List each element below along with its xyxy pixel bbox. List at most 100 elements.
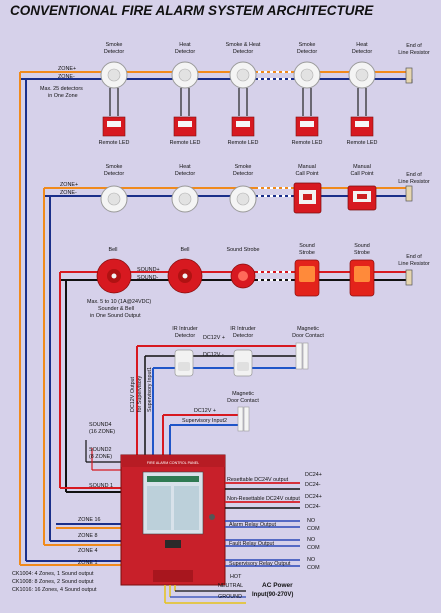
row2-device-label: Detector [175, 171, 196, 177]
output-term: DC24- [305, 482, 321, 488]
output-label: Resettable DC24V output [227, 477, 289, 483]
remote-led-label: Remote LED [99, 140, 130, 146]
output-term: DC24+ [305, 494, 322, 500]
row1-device-label: Smoke [299, 42, 316, 48]
model-ck1008: CK1008: 8 Zones, 2 Sound output [12, 579, 94, 585]
row2-device-3: Smoke Detector [229, 164, 257, 213]
row3-device-1: Bell [96, 247, 132, 294]
ir1-label: Detector [175, 333, 196, 339]
zone1-label: ZONE 1 [78, 560, 97, 566]
sound4-label: SOUND4 [89, 422, 111, 428]
output-non-resettable: Non-Resettable DC24V output DC24+ DC24- [225, 494, 322, 510]
door1-label: Door Contact [292, 333, 324, 339]
output-label: Non-Resettable DC24V output [227, 496, 300, 502]
row1-device-label: Detector [233, 49, 254, 55]
row3-device-label: Sound Strobe [227, 247, 260, 253]
output-supervisory-relay: Supervisory Relay Output NO COM [225, 557, 320, 571]
ir-intruder-2: IR Intruder Detector [230, 326, 256, 377]
resistor-icon [405, 269, 413, 286]
row2-device-5: Manual Call Point [347, 164, 377, 211]
row3-device-label: Sound [299, 243, 315, 249]
row1-device-label: Detector [297, 49, 318, 55]
ir-intruder-1: IR Intruder Detector [172, 326, 198, 377]
row1-device-label: Detector [104, 49, 125, 55]
door2-label: Magnetic [232, 391, 254, 397]
dc12v-plus2-label: DC12V + [194, 408, 216, 414]
row1-device-label: Smoke [106, 42, 123, 48]
supervisory-input2-label: Supervisory Input2 [182, 418, 227, 424]
eol-label: Line Resistor [398, 50, 430, 56]
row1-note-1: Max. 25 detectors [40, 86, 83, 92]
row2-device-label: Detector [104, 171, 125, 177]
remote-led-label: Remote LED [170, 140, 201, 146]
output-term: DC24+ [305, 472, 322, 478]
supervisory-input1-label: Supervisory Input1 [147, 367, 153, 412]
panel-lock-icon [209, 514, 215, 520]
row2-device-label: Smoke [235, 164, 252, 170]
magnetic-door-contact-2: Magnetic Door Contact [227, 391, 259, 432]
remote-led-label: Remote LED [347, 140, 378, 146]
control-panel: FIRE ALARM CONTROL PANEL SOUND4 (16 ZONE… [12, 422, 322, 604]
row3-device-label: Sound [354, 243, 370, 249]
zone16-label: ZONE 16 [78, 517, 100, 523]
row1-eol-resistor: End of Line Resistor [398, 43, 430, 84]
output-term: NO [307, 537, 315, 543]
output-label: Alarm Relay Output [229, 522, 277, 528]
intruder-section: DC12V + DC12V - DC12V + Supervisory Inpu… [130, 326, 324, 455]
model-ck1016: CK1016: 16 Zones, 4 Sound output [12, 587, 97, 593]
row3-sound: SOUND+ SOUND- Max. 5 to 10 (1A@24VDC) So… [60, 243, 430, 319]
door1-label: Magnetic [297, 326, 319, 332]
row1-device-label: Detector [175, 49, 196, 55]
sound4-sub-label: (16 ZONE) [89, 429, 115, 435]
row1-zone: ZONE+ ZONE- Max. 25 detectors in One Zon… [20, 42, 430, 146]
sound-minus-label: SOUND- [137, 275, 158, 281]
eol-label: End of [406, 254, 422, 260]
row2-device-label: Manual [298, 164, 316, 170]
row1-device-3: Smoke & Heat Detector Remote LED [226, 42, 261, 146]
row1-zone-minus-label: ZONE- [58, 74, 75, 80]
row2-device-label: Detector [233, 171, 254, 177]
row1-device-5: Heat Detector Remote LED [347, 42, 378, 146]
row1-device-label: Detector [352, 49, 373, 55]
panel-header: FIRE ALARM CONTROL PANEL [147, 461, 199, 465]
eol-label: End of [406, 43, 422, 49]
door2-label: Door Contact [227, 398, 259, 404]
row2-device-label: Heat [179, 164, 191, 170]
zone4-label: ZONE 4 [78, 548, 97, 554]
row3-device-label: Strobe [299, 250, 315, 256]
eol-label: Line Resistor [398, 261, 430, 267]
row2-device-1: Smoke Detector [100, 164, 128, 213]
ir2-label: IR Intruder [230, 326, 256, 332]
row1-device-2: Heat Detector Remote LED [170, 42, 201, 146]
row2-device-label: Call Point [350, 171, 374, 177]
row1-device-1: Smoke Detector Remote LED [99, 42, 130, 146]
resistor-icon [405, 67, 413, 84]
output-fault-relay: Fault Relay Output NO COM [225, 537, 320, 551]
row2-device-2: Heat Detector [171, 164, 199, 213]
dc12v-plus-label: DC12V + [203, 335, 225, 341]
resistor-icon [405, 185, 413, 202]
output-term: COM [307, 565, 320, 571]
supervisory-output-label: for Supervisory [137, 375, 143, 412]
row1-device-label: Smoke & Heat [226, 42, 261, 48]
eol-label: End of [406, 172, 422, 178]
row3-device-2: Bell [167, 247, 203, 294]
row3-device-label: Bell [109, 247, 118, 253]
model-ck1004: CK1004: 4 Zones, 1 Sound output [12, 571, 94, 577]
row1-zone-plus-label: ZONE+ [58, 66, 76, 72]
output-label: Supervisory Relay Output [229, 561, 291, 567]
row2-zone-plus-label: ZONE+ [60, 182, 78, 188]
output-term: DC24- [305, 504, 321, 510]
zone8-label: ZONE 8 [78, 533, 97, 539]
row2-device-label: Call Point [295, 171, 319, 177]
remote-led-label: Remote LED [228, 140, 259, 146]
output-term: NO [307, 557, 315, 563]
row1-device-4: Smoke Detector Remote LED [292, 42, 323, 146]
ac-input: HOT NEUTRAL GROUND AC Power Input(90-270… [164, 574, 293, 604]
row3-device-label: Bell [181, 247, 190, 253]
remote-led-label: Remote LED [292, 140, 323, 146]
output-term: COM [307, 545, 320, 551]
row3-device-5: Sound Strobe [349, 243, 375, 297]
output-term: COM [307, 526, 320, 532]
